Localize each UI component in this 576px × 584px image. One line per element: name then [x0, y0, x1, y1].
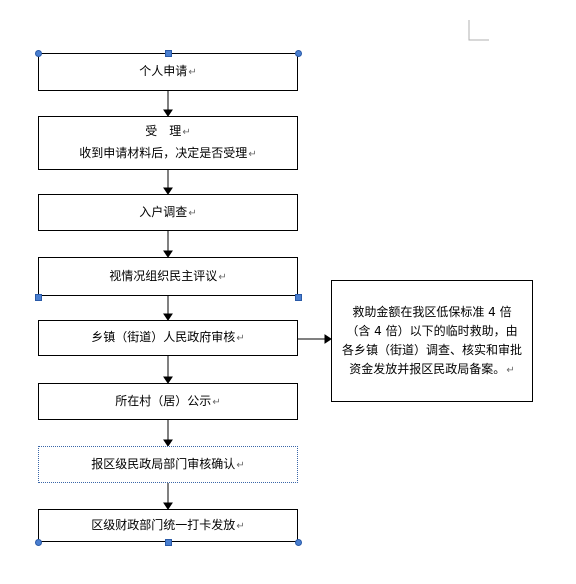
side-note-text: 救助金额在我区低保标准 4 倍（含 4 倍）以下的临时救助，由各乡镇（街道）调查…: [342, 304, 523, 376]
step-label: 报区级民政局部门审核确认: [91, 456, 236, 471]
selection-handle-icon[interactable]: [35, 50, 42, 57]
step-home-investigation[interactable]: 入户调查↵: [38, 194, 298, 231]
arrowhead-3-4: [163, 250, 173, 258]
paragraph-mark-icon: ↵: [182, 127, 191, 138]
step-label: 个人申请: [139, 64, 188, 78]
selection-handle-icon[interactable]: [295, 539, 302, 546]
paragraph-mark-icon: ↵: [236, 333, 245, 344]
paragraph-mark-icon: ↵: [212, 396, 221, 408]
selection-handle-icon[interactable]: [295, 50, 302, 57]
arrowhead-1-2: [163, 109, 173, 117]
arrowhead-7-8: [163, 502, 173, 510]
page-corner-mark: [468, 20, 489, 41]
paragraph-mark-icon: ↵: [236, 520, 245, 532]
step-label: 乡镇（街道）人民政府审核: [91, 330, 236, 344]
step-sublabel: 收到申请材料后，决定是否受理: [79, 146, 248, 160]
paragraph-mark-icon: ↵: [188, 207, 197, 219]
step-label: 入户调查: [139, 204, 188, 219]
paragraph-mark-icon: ↵: [236, 459, 245, 471]
step-district-civil-affairs-confirm[interactable]: 报区级民政局部门审核确认↵: [38, 446, 298, 483]
paragraph-mark-icon: ↵: [248, 149, 257, 160]
selection-handle-icon[interactable]: [165, 539, 172, 546]
paragraph-mark-icon: ↵: [506, 364, 515, 376]
selection-handle-icon[interactable]: [35, 294, 42, 301]
step-label: 受 理: [145, 124, 182, 138]
arrowhead-5-6: [163, 376, 173, 384]
arrowhead-4-5: [163, 313, 173, 321]
step-district-finance-payment[interactable]: 区级财政部门统一打卡发放↵: [38, 509, 298, 542]
selection-handle-icon[interactable]: [295, 294, 302, 301]
paragraph-mark-icon: ↵: [188, 67, 197, 78]
step-township-review[interactable]: 乡镇（街道）人民政府审核↵: [38, 320, 298, 356]
arrowhead-5-side: [324, 334, 332, 344]
step-personal-application[interactable]: 个人申请↵: [38, 53, 298, 91]
step-acceptance[interactable]: 受 理↵ 收到申请材料后，决定是否受理↵: [38, 116, 298, 170]
step-label: 视情况组织民主评议: [109, 268, 218, 283]
selection-handle-icon[interactable]: [35, 539, 42, 546]
step-label: 所在村（居）公示: [115, 393, 212, 408]
selection-handle-icon[interactable]: [165, 50, 172, 57]
step-village-publicity[interactable]: 所在村（居）公示↵: [38, 383, 298, 420]
side-note-box[interactable]: 救助金额在我区低保标准 4 倍（含 4 倍）以下的临时救助，由各乡镇（街道）调查…: [331, 280, 533, 402]
arrowhead-2-3: [163, 187, 173, 195]
arrowhead-6-7: [163, 439, 173, 447]
step-label: 区级财政部门统一打卡发放: [91, 517, 236, 532]
paragraph-mark-icon: ↵: [218, 271, 227, 283]
step-democratic-review[interactable]: 视情况组织民主评议↵: [38, 257, 298, 296]
